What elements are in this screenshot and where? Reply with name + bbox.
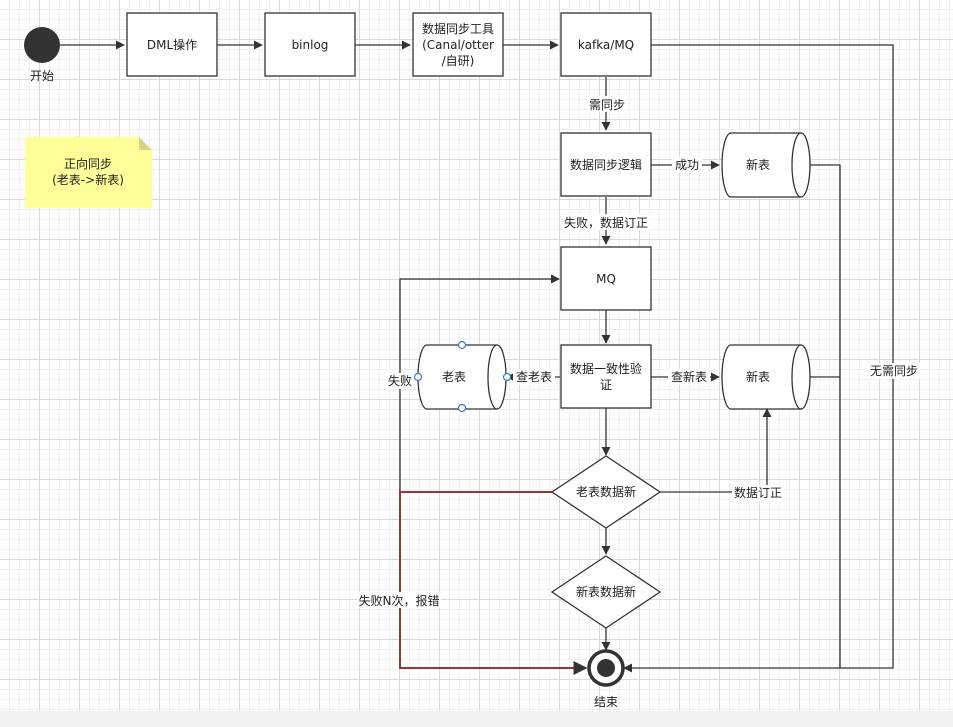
- label-fail-correct: 失败，数据订正: [564, 215, 648, 230]
- label-fail-n: 失败N次，报错: [359, 593, 440, 608]
- selection-handle-top[interactable]: [457, 340, 467, 350]
- new-table-top-cylinder[interactable]: [721, 132, 811, 198]
- binlog-label: binlog: [292, 38, 329, 52]
- selection-handle-bottom[interactable]: [457, 403, 467, 413]
- sync-logic-label: 数据同步逻辑: [570, 157, 642, 172]
- start-label: 开始: [30, 69, 54, 83]
- old-newer-diamond[interactable]: [550, 455, 662, 529]
- kafka-box[interactable]: [560, 12, 652, 77]
- end-label: 结束: [594, 695, 618, 709]
- old-table-cylinder[interactable]: [417, 344, 507, 410]
- mq-box[interactable]: [560, 246, 652, 311]
- verify-label-1: 数据一致性验: [570, 361, 642, 376]
- old-newer-label: 老表数据新: [576, 484, 636, 499]
- label-query-old: 查老表: [516, 370, 552, 384]
- end-node[interactable]: [587, 649, 625, 687]
- label-fail: 失败: [388, 373, 412, 388]
- selection-handle-right[interactable]: [502, 372, 512, 382]
- new-table-mid-label: 新表: [746, 369, 770, 384]
- new-newer-diamond[interactable]: [550, 555, 662, 629]
- sync-tool-label-3: /自研): [442, 54, 475, 68]
- note-line1: 正向同步: [64, 156, 112, 171]
- binlog-box[interactable]: [264, 12, 356, 77]
- sync-tool-box[interactable]: [412, 12, 504, 77]
- label-query-new: 查新表: [671, 369, 707, 384]
- sync-tool-label-2: (Canal/otter: [422, 38, 494, 52]
- sync-tool-label-1: 数据同步工具: [422, 21, 494, 36]
- label-success: 成功: [675, 158, 699, 172]
- new-table-top-label: 新表: [746, 157, 770, 172]
- dml-box[interactable]: [126, 12, 218, 77]
- mq-label: MQ: [596, 272, 616, 286]
- label-need-sync: 需同步: [589, 98, 625, 112]
- old-table-label: 老表: [442, 370, 466, 384]
- selection-handle-left[interactable]: [413, 372, 423, 382]
- edge-oldnewer-correct: [660, 408, 772, 493]
- label-no-sync: 无需同步: [870, 364, 918, 378]
- sync-logic-box[interactable]: [560, 132, 652, 197]
- edge-fail-retry: [399, 274, 560, 492]
- note-line2: (老表->新表): [52, 172, 124, 187]
- dml-label: DML操作: [147, 37, 197, 52]
- new-table-mid-cylinder[interactable]: [721, 344, 811, 410]
- label-data-correct: 数据订正: [734, 485, 782, 500]
- edge-fail-n-error: [399, 491, 588, 675]
- sticky-note[interactable]: [25, 137, 152, 208]
- bottom-bar: [0, 711, 953, 727]
- start-node[interactable]: [24, 27, 60, 63]
- new-newer-label: 新表数据新: [576, 584, 636, 599]
- kafka-label: kafka/MQ: [578, 38, 634, 52]
- edge-newtable-top-end: [810, 164, 841, 668]
- verify-label-2: 证: [600, 378, 612, 392]
- verify-box[interactable]: [560, 344, 652, 409]
- edge-kafka-nosync: [623, 44, 894, 673]
